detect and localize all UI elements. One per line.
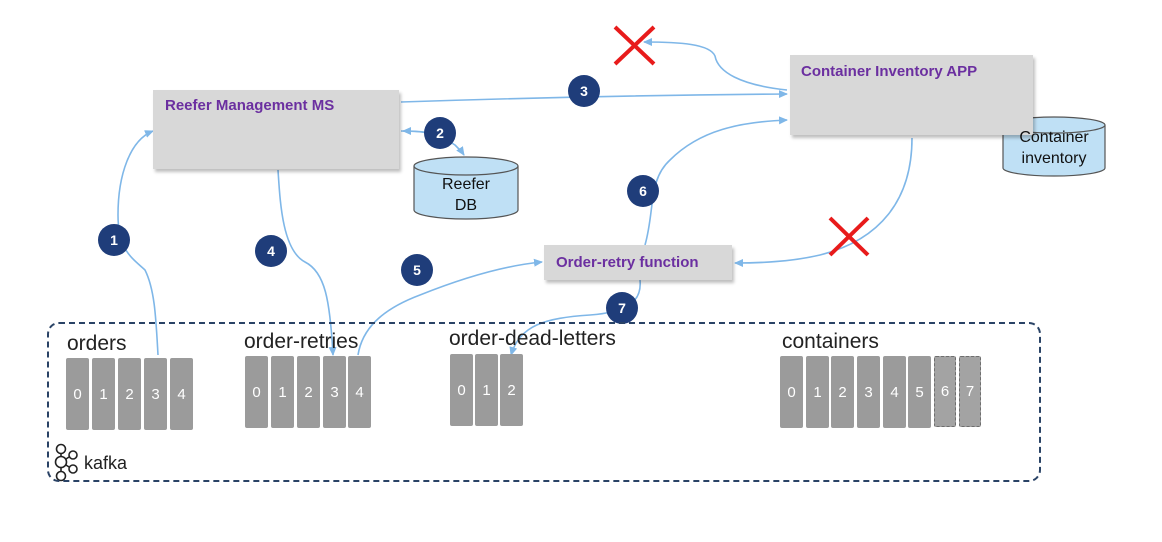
kafka-cluster (47, 322, 1041, 482)
arrow-failed-callback (734, 137, 913, 267)
partition: 4 (348, 356, 371, 428)
order-retry-function (544, 245, 732, 280)
partition: 0 (245, 356, 268, 428)
partition: 3 (144, 358, 167, 430)
arrow-step-6 (644, 116, 788, 246)
partition: 1 (92, 358, 115, 430)
partition: 5 (908, 356, 931, 428)
partition: 0 (780, 356, 803, 428)
partition: 2 (500, 354, 523, 426)
partition-new: 7 (959, 356, 981, 427)
partition: 4 (883, 356, 906, 428)
partition-new: 6 (934, 356, 956, 427)
topic-title-orders: orders (67, 332, 127, 355)
step-badge-2: 2 (424, 117, 456, 149)
topic-title-order-retries: order-retries (244, 330, 359, 353)
topic-title-containers: containers (782, 330, 879, 353)
step-badge-7: 7 (606, 292, 638, 324)
reefer-management-ms-title: Reefer Management MS (165, 97, 335, 114)
error-cross-icon (828, 216, 870, 257)
kafka-label: kafka (84, 453, 128, 473)
topic-title-order-dead-letters: order-dead-letters (449, 327, 616, 350)
reefer-management-ms (153, 90, 399, 169)
container-inventory-app-title: Container Inventory APP (801, 63, 978, 80)
arrow-step-5 (357, 258, 543, 356)
container-inventory-label: Container inventory (1019, 129, 1089, 167)
partition: 2 (831, 356, 854, 428)
step-badge-3: 3 (568, 75, 600, 107)
partition: 3 (323, 356, 346, 428)
arrow-failed-response (643, 38, 788, 91)
partition: 1 (271, 356, 294, 428)
step-badge-5: 5 (401, 254, 433, 286)
reefer-db-cylinder (413, 156, 519, 220)
partition: 1 (806, 356, 829, 428)
step-badge-6: 6 (627, 175, 659, 207)
step-badge-1: 1 (98, 224, 130, 256)
arrow-step-4 (277, 169, 337, 356)
arrow-step-7 (509, 279, 641, 356)
step-badge-4: 4 (255, 235, 287, 267)
partition: 2 (118, 358, 141, 430)
error-cross-icon (613, 25, 656, 66)
partition: 0 (66, 358, 89, 430)
container-inventory-app (790, 55, 1033, 135)
partition: 0 (450, 354, 473, 426)
partition: 2 (297, 356, 320, 428)
reefer-db-label: Reefer DB (441, 176, 491, 214)
partition: 1 (475, 354, 498, 426)
partition: 4 (170, 358, 193, 430)
order-retry-function-title: Order-retry function (556, 254, 699, 271)
partition: 3 (857, 356, 880, 428)
